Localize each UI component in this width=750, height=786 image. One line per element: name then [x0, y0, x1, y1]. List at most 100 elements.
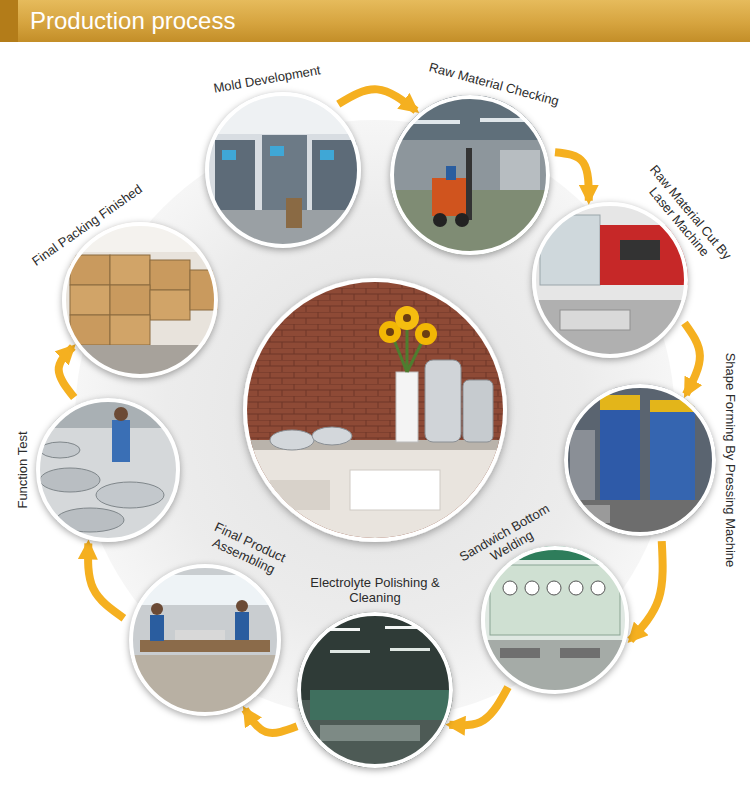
step-photo-part: [222, 150, 236, 160]
step-photo-part: [500, 648, 540, 658]
step-photo-part: [385, 626, 435, 629]
step-photo-part: [70, 285, 110, 315]
step-photo-part: [330, 650, 370, 653]
title-banner: Production process: [0, 0, 750, 42]
step-photo-part: [432, 178, 468, 216]
step-photo-part: [310, 628, 360, 631]
process-step-circle: Function Test: [36, 398, 180, 542]
step-photo-part: [114, 407, 128, 421]
step-photo-part: [547, 581, 561, 595]
flow-arrow: [630, 541, 662, 640]
step-photo-part: [600, 395, 640, 410]
step-photo-part: [564, 500, 716, 536]
step-photo-part: [564, 384, 716, 536]
step-photo-part: [650, 400, 695, 412]
center-photo-part-part: [415, 323, 437, 345]
center-photo-part: [243, 278, 507, 542]
step-photo: [532, 202, 690, 358]
center-photo-part-part: [245, 280, 505, 540]
step-photo-part: [490, 565, 620, 635]
step-label: Final Product Assembling: [198, 516, 297, 583]
step-photo: [36, 398, 180, 542]
step-photo-part: [540, 215, 600, 285]
center-photo-part-part: [386, 328, 394, 336]
step-photo-part: [235, 612, 249, 640]
step-photo-part: [560, 310, 630, 330]
step-photo-part: [481, 546, 629, 694]
step-photo-part: [525, 581, 539, 595]
step-photo-part: [560, 648, 600, 658]
step-photo-part: [70, 315, 110, 345]
step-label: Shape Forming By Pressing Machine: [723, 353, 738, 568]
step-photo-part: [150, 290, 190, 320]
process-step-circle: Final Packing Finished: [62, 222, 218, 378]
step-photo-part: [455, 213, 469, 227]
step-photo-part: [600, 225, 690, 285]
step-photo-part: [532, 300, 688, 358]
center-photo: [243, 278, 507, 542]
step-photo-part: [620, 240, 660, 260]
center-photo-part-part: [422, 330, 430, 338]
step-photo-part: [481, 640, 629, 694]
step-photo-part: [70, 255, 110, 285]
flow-arrow: [449, 687, 508, 725]
step-photo-part: [205, 92, 361, 248]
step-photo-part: [36, 398, 180, 542]
step-photo-part: [390, 95, 550, 255]
flow-arrow: [88, 543, 124, 618]
step-photo-part: [480, 118, 540, 122]
step-photo-part: [175, 630, 225, 640]
step-photo-part: [62, 345, 218, 378]
step-photo-part: [151, 603, 163, 615]
step-label: Final Packing Finished: [29, 181, 145, 268]
center-photo-part-part: [463, 380, 493, 442]
step-label: Electrolyte Polishing & Cleaning: [300, 575, 450, 605]
step-photo: [481, 546, 629, 694]
step-photo-part: [320, 725, 420, 741]
flow-arrow: [338, 89, 416, 110]
step-photo-part: [650, 405, 695, 505]
process-step-circle: Raw Material Cut By Laser Machine: [532, 202, 688, 358]
center-photo-part-part: [312, 427, 352, 445]
flow-arrow: [555, 152, 589, 201]
step-photo-part: [591, 581, 605, 595]
step-photo-part: [466, 148, 472, 220]
step-photo-part: [110, 285, 150, 315]
step-photo-part: [110, 255, 150, 285]
step-photo-part: [56, 508, 124, 532]
center-photo-part-part: [403, 314, 411, 322]
step-photo-part: [390, 95, 550, 140]
step-photo-part: [110, 315, 150, 345]
center-photo-part-part: [395, 306, 419, 330]
step-photo-part: [112, 420, 130, 462]
step-photo-part: [433, 213, 447, 227]
step-photo-part: [40, 468, 100, 492]
step-label: Mold Development: [212, 63, 321, 97]
process-step-circle: Electrolyte Polishing & Cleaning: [297, 612, 453, 768]
step-photo-part: [500, 150, 540, 195]
banner-accent: [0, 0, 18, 42]
center-photo-part-part: [396, 372, 418, 442]
center-photo-part-part: [350, 470, 440, 510]
step-photo-part: [310, 690, 450, 720]
step-photo-part: [129, 575, 281, 605]
step-photo: [62, 222, 220, 378]
step-photo-part: [446, 166, 456, 180]
flow-arrow: [684, 323, 699, 394]
process-step-circle: Final Product Assembling: [129, 564, 281, 716]
step-photo-part: [580, 505, 610, 523]
step-photo: [564, 384, 716, 536]
step-photo-part: [390, 648, 430, 651]
step-photo-part: [205, 210, 361, 248]
step-photo-part: [600, 400, 640, 510]
step-label: Raw Material Cut By Laser Machine: [629, 154, 742, 281]
step-photo: [297, 612, 453, 768]
step-photo-part: [320, 150, 334, 160]
step-photo-part: [150, 260, 190, 290]
step-photo-part: [312, 140, 357, 210]
step-photo: [129, 564, 281, 716]
step-photo-part: [40, 442, 80, 458]
